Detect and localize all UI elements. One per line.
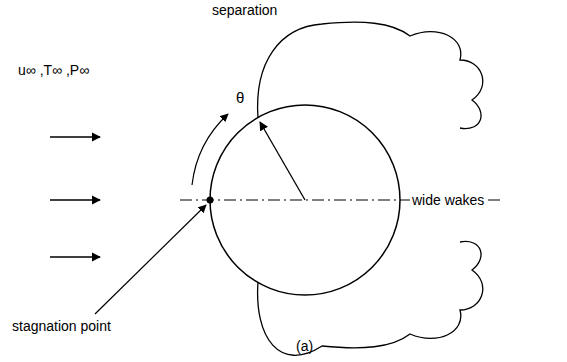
- wake-label: wide wakes: [410, 192, 486, 208]
- flow-arrow: [50, 256, 100, 257]
- cylinder: [210, 105, 400, 295]
- free-stream-label: u∞ ,T∞ ,P∞: [18, 62, 89, 78]
- upper-wake: [258, 22, 483, 128]
- lower-wake: [258, 241, 483, 355]
- stagnation-label: stagnation point: [12, 318, 111, 334]
- radius-arrow: [260, 122, 305, 200]
- figure-tag: (a): [296, 338, 313, 354]
- flow-arrow: [50, 136, 100, 137]
- angle-symbol: θ: [236, 90, 244, 106]
- angle-arc: [192, 114, 228, 185]
- separation-label: separation: [212, 2, 277, 18]
- stagnation-dot: [207, 197, 214, 204]
- flow-arrow: [50, 199, 100, 200]
- leader-line: [95, 205, 206, 314]
